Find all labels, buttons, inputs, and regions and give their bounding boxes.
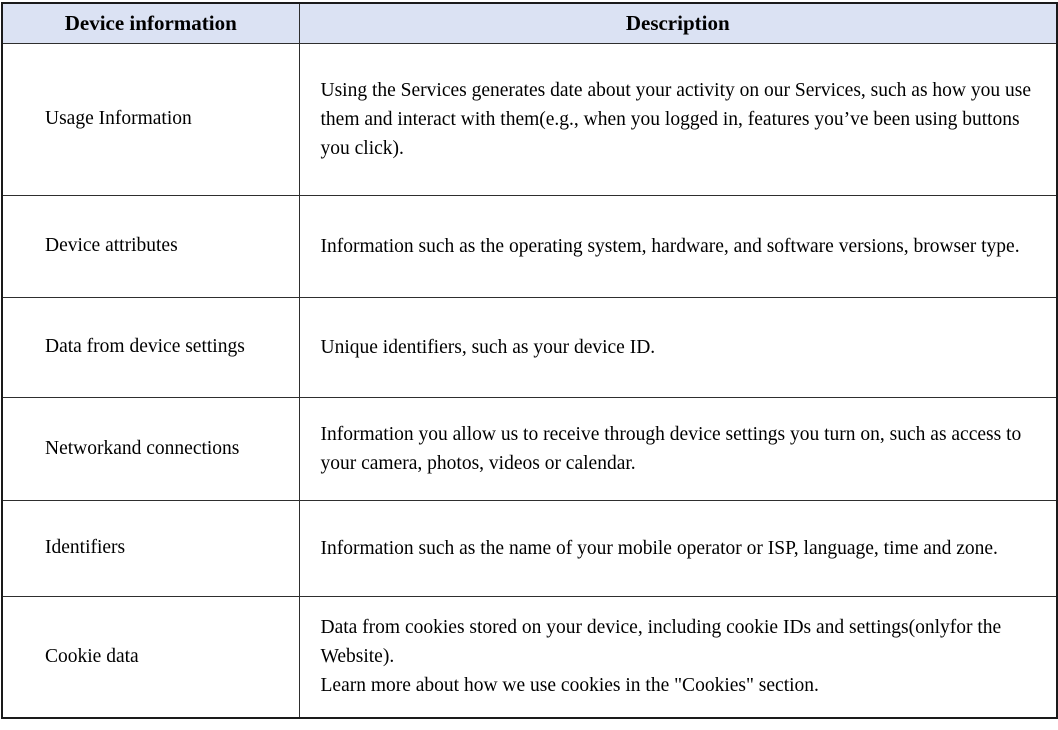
header-row: Device information Description [1,2,1058,44]
table-row: Data from device settings Unique identif… [1,296,1058,398]
description-cell: Information such as the operating system… [298,194,1058,298]
table-body: Usage Information Using the Services gen… [1,42,1058,719]
term-cell: Networkand connections [1,396,300,501]
term-cell: Usage Information [1,42,300,196]
column-header-description: Description [298,2,1058,44]
table-row: Device attributes Information such as th… [1,194,1058,298]
term-cell: Identifiers [1,499,300,597]
description-cell: Information such as the name of your mob… [298,499,1058,597]
column-header-device-information: Device information [1,2,300,44]
description-cell: Data from cookies stored on your device,… [298,595,1058,719]
table-row: Identifiers Information such as the name… [1,499,1058,597]
table-row: Networkand connections Information you a… [1,396,1058,501]
description-cell: Using the Services generates date about … [298,42,1058,196]
table-header: Device information Description [1,2,1058,44]
term-cell: Data from device settings [1,296,300,398]
term-cell: Device attributes [1,194,300,298]
description-cell: Unique identifiers, such as your device … [298,296,1058,398]
term-cell: Cookie data [1,595,300,719]
description-cell: Information you allow us to receive thro… [298,396,1058,501]
table-row: Usage Information Using the Services gen… [1,42,1058,196]
table-row: Cookie data Data from cookies stored on … [1,595,1058,719]
